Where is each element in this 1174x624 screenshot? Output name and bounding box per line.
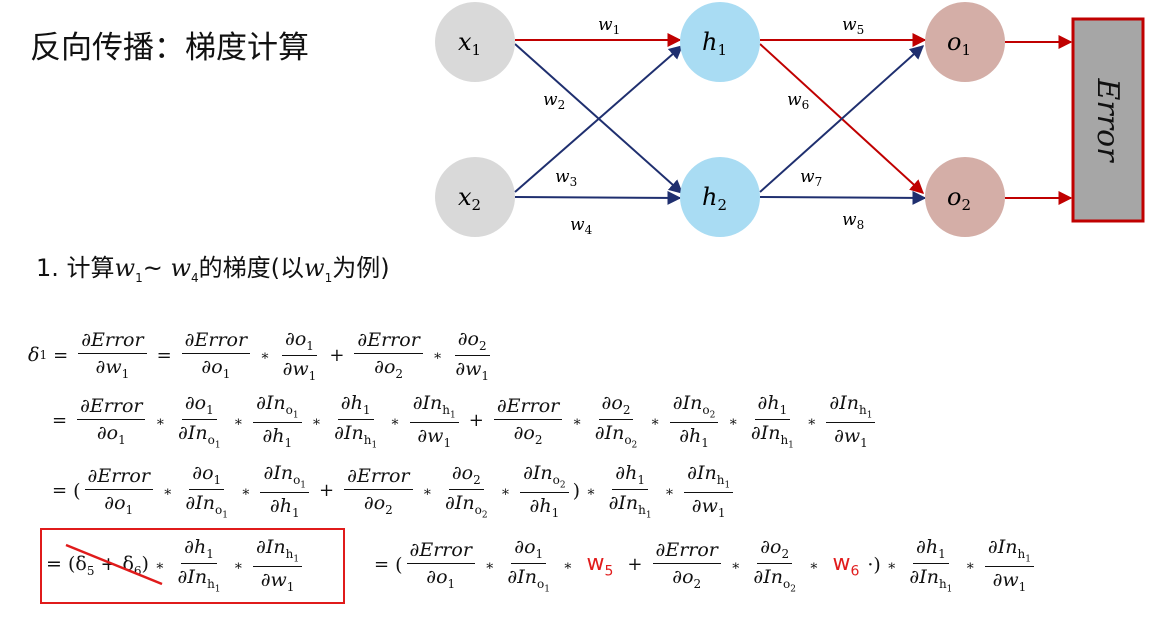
equation-line-4: = ( ∂Error∂o1 ∗ ∂o1∂Ino1 ∗ w5 + ∂Error∂o… xyxy=(368,536,1038,594)
weight-label-w8: w8 xyxy=(842,210,864,232)
edge-w7 xyxy=(759,45,925,193)
weight-label-w2: w2 xyxy=(543,90,565,112)
section-subtitle: 1. 计算w1~ w4的梯度(以w1为例) xyxy=(36,254,390,285)
edge-w3 xyxy=(514,45,684,193)
node-x1: x1 xyxy=(435,2,515,82)
svg-text:Error: Error xyxy=(1090,78,1125,164)
weight-label-w7: w7 xyxy=(800,167,822,189)
network-diagram: w1 w2 w3 w4 w5 w6 w7 w8 x1 x2 h1 h2 o1 o… xyxy=(435,2,1145,237)
error-box: Error xyxy=(1071,17,1145,223)
node-h2: h2 xyxy=(680,157,760,237)
weight-label-w1: w1 xyxy=(598,15,620,37)
node-o1: o1 xyxy=(925,2,1005,82)
weight-label-w3: w3 xyxy=(555,167,577,189)
equation-line-2: = ∂Error∂o1 ∗ ∂o1∂Ino1 ∗ ∂Ino1∂h1 ∗ ∂h1∂… xyxy=(46,392,879,450)
highlight-box xyxy=(40,528,345,604)
weight-label-w6: w6 xyxy=(787,90,809,112)
highlight-w5: w5 xyxy=(586,550,614,580)
node-o2: o2 xyxy=(925,157,1005,237)
edge-w4 xyxy=(514,190,682,205)
svg-text:o1: o1 xyxy=(947,28,971,59)
highlight-w6: w6 xyxy=(832,550,860,580)
equation-boxed: = (δ5 + δ6) ∗ ∂h1∂Inh1 ∗ ∂Inh1∂w1 xyxy=(46,536,306,594)
node-x2: x2 xyxy=(435,157,515,237)
svg-text:h2: h2 xyxy=(702,183,727,214)
node-h1: h1 xyxy=(680,2,760,82)
page-title: 反向传播：梯度计算 xyxy=(30,30,309,66)
weight-label-w5: w5 xyxy=(842,15,864,37)
svg-text:x1: x1 xyxy=(458,28,481,59)
equation-line-3: = ( ∂Error∂o1 ∗ ∂o1∂Ino1 ∗ ∂Ino1∂h1 + ∂E… xyxy=(46,462,737,520)
svg-text:x2: x2 xyxy=(458,183,481,214)
svg-text:o2: o2 xyxy=(947,183,971,214)
svg-text:h1: h1 xyxy=(702,28,727,59)
weight-label-w4: w4 xyxy=(570,215,593,237)
edge-w8 xyxy=(759,190,927,205)
